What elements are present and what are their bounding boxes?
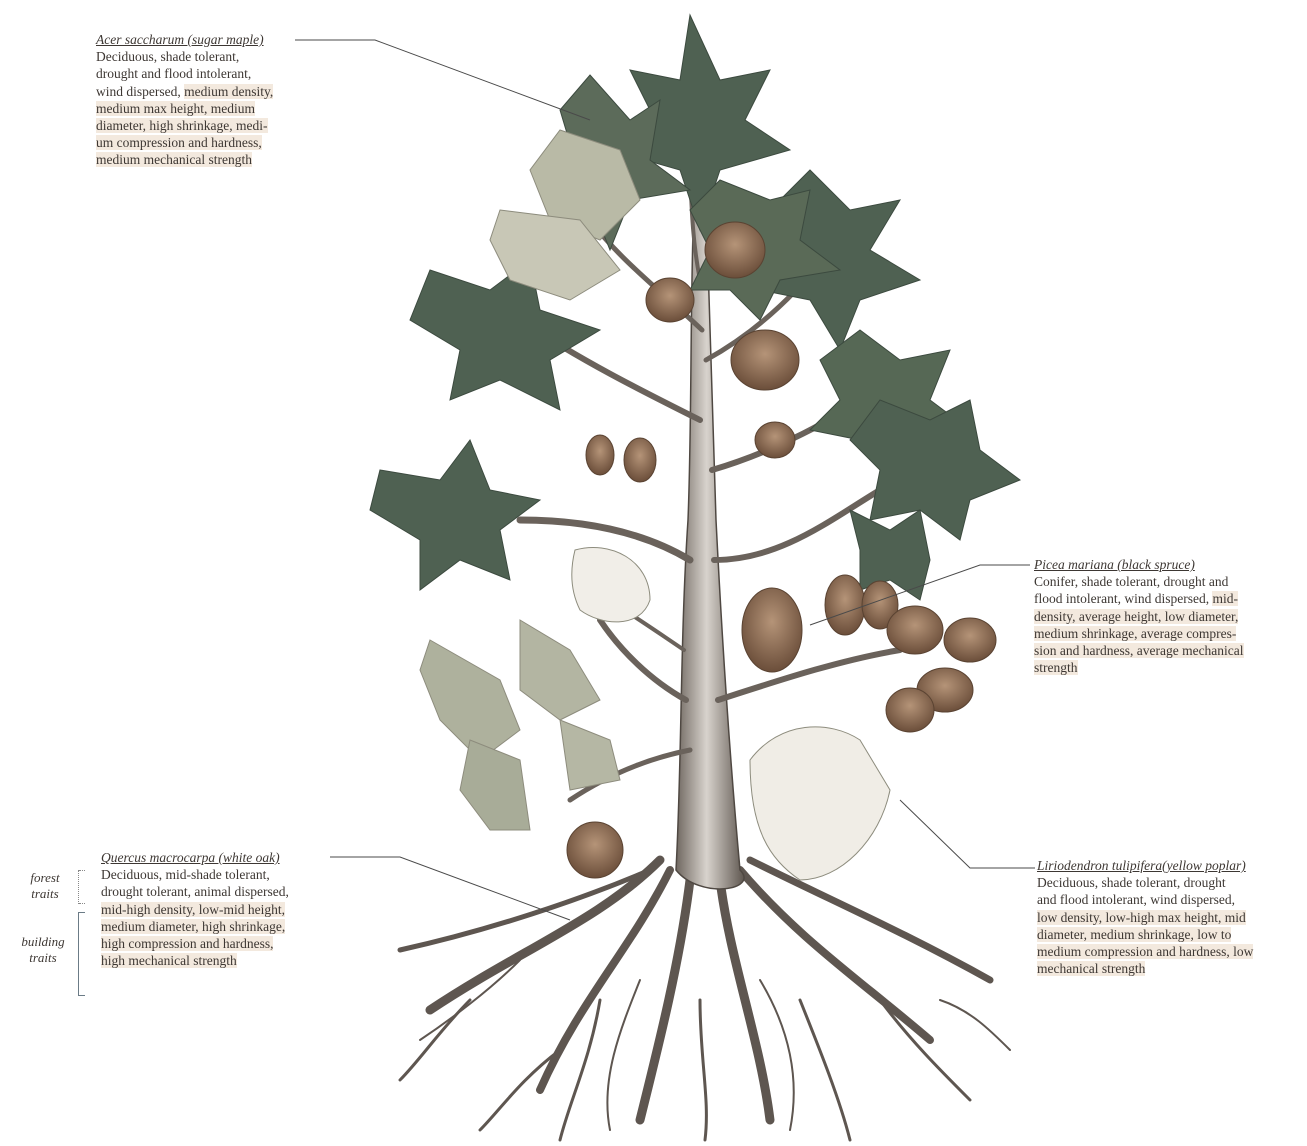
trait-line: sion and hardness, average mechanical [1034, 642, 1244, 659]
annotation-picea-mariana: Picea mariana (black spruce) Conifer, sh… [1034, 556, 1244, 676]
annotation-liriodendron-tulipifera: Liriodendron tulipifera(yellow poplar) D… [1037, 857, 1253, 977]
trait-line: mid-high density, low-mid height, [101, 901, 289, 918]
forest-traits-bracket [78, 870, 79, 904]
trait-line: mechanical strength [1037, 960, 1253, 977]
trait-line: drought tolerant, animal dispersed, [101, 883, 289, 900]
building-traits-bracket [78, 912, 79, 996]
trait-line: density, average height, low diameter, [1034, 608, 1244, 625]
trait-line: medium max height, medium [96, 100, 273, 117]
trait-line: high compression and hardness, [101, 935, 289, 952]
legend-building-traits: building traits [12, 934, 74, 966]
trait-line: Deciduous, shade tolerant, [96, 48, 273, 65]
annotation-quercus-macrocarpa: Quercus macrocarpa (white oak) Deciduous… [101, 849, 289, 969]
trait-line: flood intolerant, wind dispersed, mid- [1034, 590, 1244, 607]
trait-line: Deciduous, mid-shade tolerant, [101, 866, 289, 883]
species-title-liriodendron: Liriodendron tulipifera(yellow poplar) [1037, 857, 1253, 874]
trait-line: low density, low-high max height, mid [1037, 909, 1253, 926]
species-title-acer: Acer saccharum (sugar maple) [96, 31, 273, 48]
trait-line: high mechanical strength [101, 952, 289, 969]
roots [400, 860, 1010, 1140]
legend-forest-traits: forest traits [18, 870, 72, 902]
trait-line: diameter, high shrinkage, medi- [96, 117, 273, 134]
legend-forest-label: traits [18, 886, 72, 902]
trait-line: drought and flood intolerant, [96, 65, 273, 82]
trait-line: medium compression and hardness, low [1037, 943, 1253, 960]
trait-line: and flood intolerant, wind dispersed, [1037, 891, 1253, 908]
trait-line: Conifer, shade tolerant, drought and [1034, 573, 1244, 590]
legend-forest-label: forest [18, 870, 72, 886]
annotation-acer-saccharum: Acer saccharum (sugar maple) Deciduous, … [96, 31, 273, 169]
trait-line: diameter, medium shrinkage, low to [1037, 926, 1253, 943]
trait-line: strength [1034, 659, 1244, 676]
species-title-picea: Picea mariana (black spruce) [1034, 556, 1244, 573]
trait-line: Deciduous, shade tolerant, drought [1037, 874, 1253, 891]
trait-line: wind dispersed, medium density, [96, 83, 273, 100]
trait-line: medium mechanical strength [96, 151, 273, 168]
species-title-quercus: Quercus macrocarpa (white oak) [101, 849, 289, 866]
trait-line: um compression and hardness, [96, 134, 273, 151]
trait-line: medium shrinkage, average compres- [1034, 625, 1244, 642]
legend-building-label: traits [12, 950, 74, 966]
trait-line: medium diameter, high shrinkage, [101, 918, 289, 935]
legend-building-label: building [12, 934, 74, 950]
